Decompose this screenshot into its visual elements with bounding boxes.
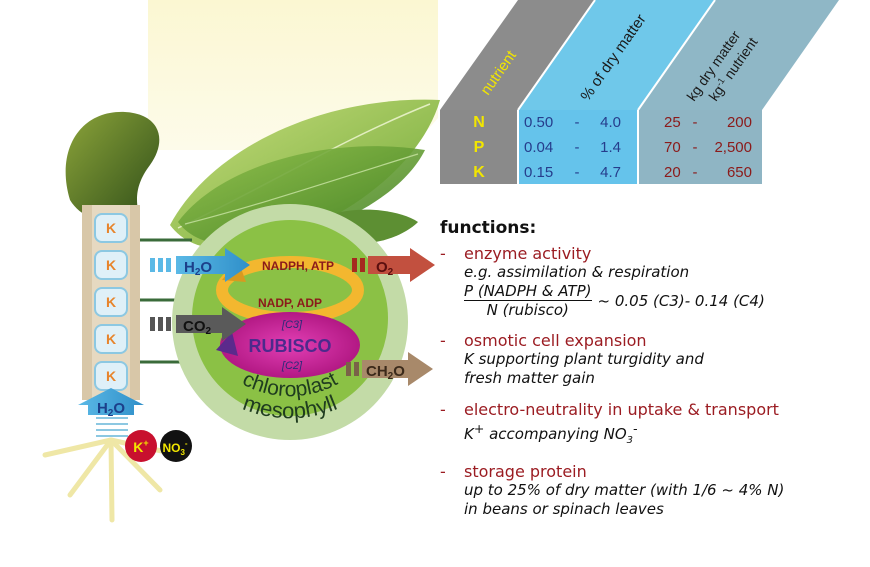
functions-title: functions: — [440, 218, 537, 238]
row-nutrient: K — [473, 164, 485, 181]
k-ion — [125, 430, 157, 462]
row-kg-high: 650 — [727, 164, 752, 181]
function-storage: -storage protein up to 25% of dry matter… — [440, 462, 865, 519]
storage-title: storage protein — [464, 462, 587, 481]
k-ion-label: K+ — [133, 438, 148, 455]
c3-label: [C3] — [281, 319, 303, 331]
storage-line: in beans or spinach leaves — [464, 500, 664, 518]
k-cell — [94, 250, 128, 280]
roots — [42, 437, 183, 523]
k-cell-label: K — [106, 220, 116, 236]
row-pct-low: 0.04 — [524, 139, 553, 156]
root-h2o-label: H2O — [97, 400, 125, 419]
ratio-value: ~ 0.05 (C3)- 0.14 (C4) — [597, 291, 765, 310]
storage-line: up to 25% of dry matter (with 1/6 ~ 4% N… — [464, 481, 785, 499]
header-nutrient — [440, 0, 595, 110]
function-enzyme: -enzyme activity e.g. assimilation & res… — [440, 244, 865, 319]
rubisco-blob — [220, 312, 360, 378]
row-pct-low: 0.50 — [524, 114, 553, 131]
row-pct-sep: - — [575, 139, 580, 156]
ratio-denominator: N (rubisco) — [486, 301, 569, 319]
ratio-numerator: P (NADPH & ATP) — [464, 282, 592, 301]
bullet-dash: - — [440, 331, 446, 350]
osmotic-title: osmotic cell expansion — [464, 331, 647, 350]
row-pct-high: 4.0 — [600, 114, 621, 131]
row-pct-high: 1.4 — [600, 139, 621, 156]
bullet-dash: - — [440, 244, 446, 263]
enzyme-ratio: P (NADPH & ATP) N (rubisco) ~ 0.05 (C3)-… — [464, 282, 865, 319]
functions-panel: functions: -enzyme activity e.g. assimil… — [440, 218, 865, 531]
rubisco-label: RUBISCO — [248, 336, 331, 356]
row-kg-sep: - — [693, 164, 698, 181]
function-electro: -electro-neutrality in uptake & transpor… — [440, 400, 865, 450]
row-nutrient: N — [473, 114, 485, 131]
row-pct-sep: - — [575, 114, 580, 131]
row-kg-sep: - — [693, 139, 698, 156]
k-cell — [94, 213, 128, 243]
rubisco-arrowhead — [216, 332, 238, 356]
electro-title: electro-neutrality in uptake & transport — [464, 400, 779, 419]
row-kg-sep: - — [693, 114, 698, 131]
k-cell-label: K — [106, 368, 116, 384]
o2-output-label: O2 — [376, 259, 394, 278]
nadp-adp-label: NADP, ADP — [258, 296, 322, 310]
k-cell — [94, 324, 128, 354]
co2-input-label: CO2 — [183, 318, 212, 337]
nadph-atp-label: NADPH, ATP — [262, 259, 334, 273]
nutrient-table: nutrient % of dry matter kg dry matter k… — [440, 0, 839, 184]
row-nutrient: P — [474, 139, 485, 156]
ch2o-output-label: CH2O — [366, 363, 405, 382]
row-kg-high: 2,500 — [714, 139, 752, 156]
row-kg-low: 25 — [664, 114, 681, 131]
o2-output-arrow — [352, 248, 435, 282]
h2o-input-label: H2O — [184, 259, 212, 278]
row-pct-sep: - — [575, 164, 580, 181]
row-pct-high: 4.7 — [600, 164, 621, 181]
header-kg — [638, 0, 839, 110]
enzyme-title: enzyme activity — [464, 244, 592, 263]
co2-input-arrow — [150, 307, 246, 341]
h2o-input-arrow — [150, 248, 250, 282]
ch2o-output-arrow — [346, 352, 433, 386]
row-kg-low: 20 — [664, 164, 681, 181]
root-stripes — [96, 417, 128, 437]
k-cell-label: K — [106, 294, 116, 310]
row-pct-low: 0.15 — [524, 164, 553, 181]
header-pct — [518, 0, 715, 110]
root-h2o-arrow — [78, 388, 144, 415]
function-osmotic: -osmotic cell expansion K supporting pla… — [440, 331, 865, 388]
bud — [65, 111, 160, 223]
no3-ion — [160, 430, 192, 462]
row-kg-high: 200 — [727, 114, 752, 131]
k-cell — [94, 287, 128, 317]
row-kg-low: 70 — [664, 139, 681, 156]
osmotic-line: fresh matter gain — [464, 369, 595, 387]
k-cell-label: K — [106, 331, 116, 347]
bullet-dash: - — [440, 400, 446, 419]
osmotic-line: K supporting plant turgidity and — [464, 350, 704, 368]
bullet-dash: - — [440, 462, 446, 481]
leaf-front-vein — [184, 153, 419, 225]
electro-line: K+ accompanying NO3- — [464, 421, 638, 446]
no3-ion-label: NO3- — [162, 439, 187, 457]
c2-label: [C2] — [281, 360, 303, 372]
k-cell-column: K K K K K — [94, 213, 128, 391]
enzyme-line: e.g. assimilation & respiration — [464, 263, 690, 281]
k-cell-label: K — [106, 257, 116, 273]
